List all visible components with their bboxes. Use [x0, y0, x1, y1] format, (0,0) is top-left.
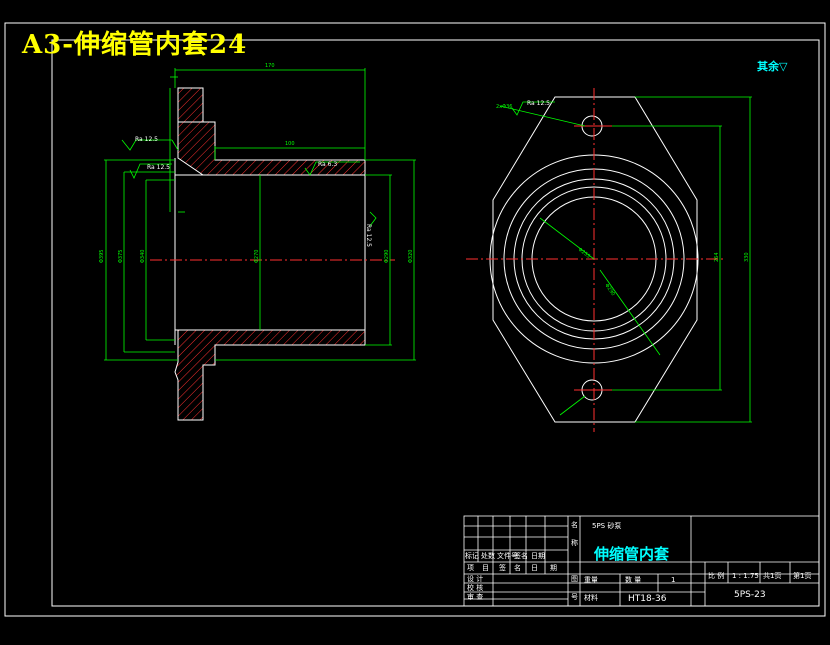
- drawing-code: 5PS-23: [734, 590, 766, 600]
- svg-text:Φ290: Φ290: [603, 283, 616, 297]
- material-value: HT18-36: [628, 594, 667, 604]
- quantity-label: 数 量: [625, 576, 642, 584]
- svg-text:170: 170: [265, 63, 275, 69]
- svg-text:Φ320: Φ320: [408, 250, 414, 263]
- item-row-6: 期: [550, 564, 557, 572]
- title-block: [463, 515, 820, 607]
- item-row-1: 项: [467, 564, 474, 572]
- side-label-1: 名: [571, 521, 578, 529]
- section-view: 170 100 Φ395 Φ375 Φ340 Φ270 Φ290 Φ320: [99, 63, 416, 421]
- material-label: 材料: [584, 594, 598, 602]
- scale-label: 比 例: [708, 572, 725, 580]
- quantity-value: 1: [671, 576, 676, 584]
- svg-text:264: 264: [714, 252, 720, 262]
- part-name: 伸缩管内套: [594, 545, 670, 563]
- roughness-symbol-icon: ▽: [779, 60, 788, 73]
- side-label-3: 图: [571, 575, 578, 583]
- svg-text:330: 330: [744, 252, 750, 262]
- item-row-2: 目: [482, 564, 489, 572]
- weight-label: 重量: [584, 576, 598, 584]
- flange-bottom-section: [174, 329, 366, 421]
- roughness-label-2: Ra 12.5: [147, 164, 170, 171]
- roughness-note-text: 其余: [757, 60, 779, 73]
- roughness-label-4: Ra 12.5: [365, 224, 372, 247]
- roughness-label-1: Ra 12.5: [135, 136, 158, 143]
- side-label-4: 号: [571, 593, 578, 601]
- svg-text:Φ255: Φ255: [577, 247, 591, 260]
- outer-frame: [4, 22, 826, 617]
- svg-text:Φ270: Φ270: [254, 250, 260, 263]
- item-row-3: 签: [499, 564, 506, 572]
- side-label-2: 称: [571, 539, 578, 547]
- rev-header-1: 标记: [465, 552, 479, 560]
- svg-text:100: 100: [285, 141, 295, 147]
- item-row-5: 日: [531, 564, 538, 572]
- rev-header-2: 处数: [481, 552, 495, 560]
- rev-header-4: 签名: [514, 552, 528, 560]
- front-view: Φ255 Φ290 2xΦ36 330 264: [466, 88, 752, 432]
- drawing-title: A3-伸缩管内套24: [22, 30, 248, 60]
- rev-header-3: 文件号: [497, 552, 518, 560]
- svg-text:Φ340: Φ340: [140, 250, 146, 263]
- svg-text:Φ375: Φ375: [118, 250, 124, 263]
- inner-frame: [51, 39, 820, 607]
- item-row-4: 名: [514, 564, 521, 572]
- project-name: 5PS 砂泵: [592, 522, 622, 530]
- role-review: 审 查: [467, 593, 484, 601]
- svg-text:Φ395: Φ395: [99, 250, 105, 263]
- svg-text:Φ290: Φ290: [384, 250, 390, 263]
- scale-value: 1 : 1.75: [732, 572, 759, 580]
- sheet-number: 第1页: [793, 572, 812, 580]
- rev-header-5: 日期: [531, 552, 545, 560]
- roughness-note: 其余▽: [757, 58, 787, 74]
- roughness-label-5: Ra 12.5: [527, 100, 550, 107]
- sheet-total: 共1页: [763, 572, 782, 580]
- role-design: 设 计: [467, 575, 484, 583]
- roughness-label-3: Ra 6.3: [318, 161, 338, 168]
- svg-text:2xΦ36: 2xΦ36: [496, 104, 512, 110]
- role-check: 校 核: [467, 584, 484, 592]
